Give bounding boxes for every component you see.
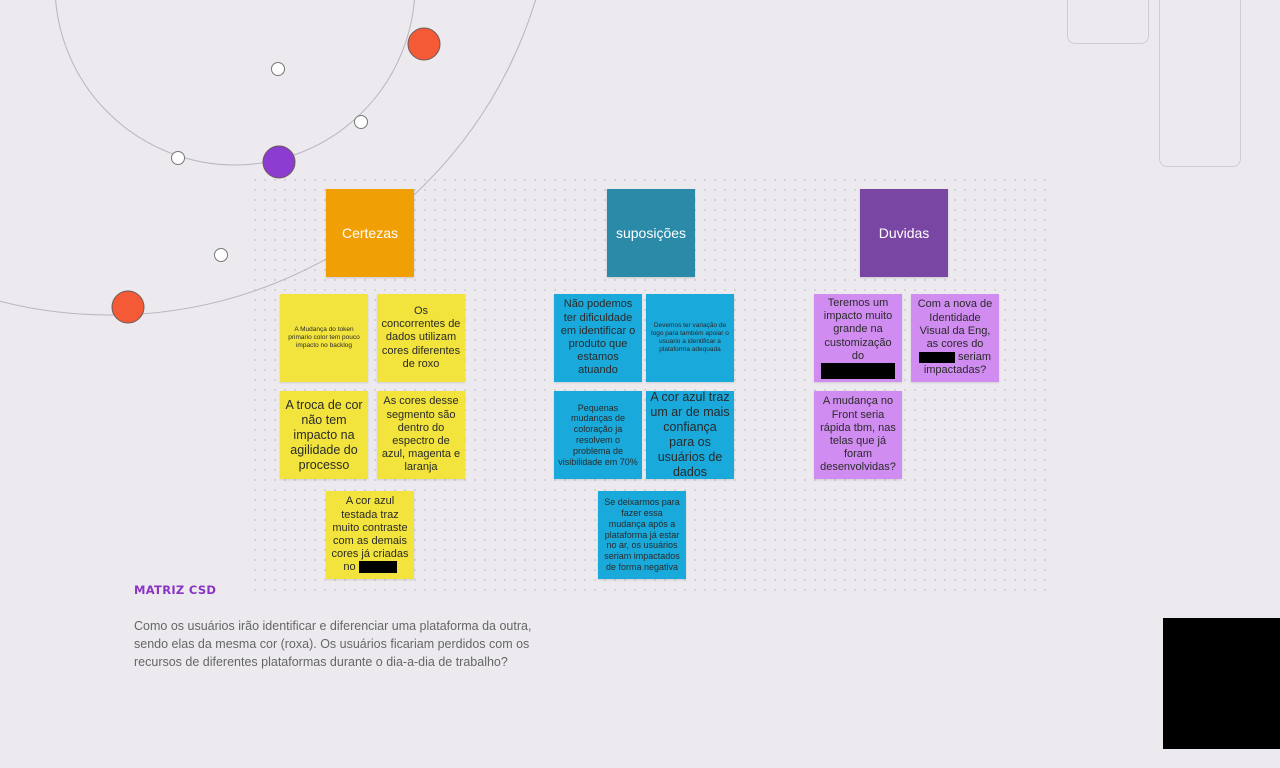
sticky-note-certeza[interactable]: A Mudança do token primario color tem po… (280, 294, 368, 382)
orbit-node-purple (262, 145, 296, 179)
redacted-block (358, 561, 397, 574)
orbit-node-orange (407, 27, 441, 61)
header-certezas-label: Certezas (341, 225, 399, 241)
orbit-ring-large (0, 0, 536, 316)
orbit-node (271, 62, 285, 76)
sticky-note-suposicao[interactable]: A cor azul traz um ar de mais confiança … (646, 390, 734, 479)
header-certezas[interactable]: Certezas (326, 189, 414, 277)
sticky-note-duvida[interactable]: A mudança no Front seria rápida tbm, nas… (814, 391, 902, 479)
matrix-description: Como os usuários irão identificar e dife… (134, 619, 532, 670)
sticky-note-suposicao[interactable]: Se deixarmos para fazer essa mudança apó… (598, 491, 686, 579)
orbit-node (171, 151, 185, 165)
orbit-node (354, 115, 368, 129)
redacted-panel (1163, 618, 1280, 749)
orbit-node (214, 248, 228, 262)
sticky-note-suposicao[interactable]: Devemos ter variação de logo para também… (646, 294, 734, 382)
redacted-block (918, 351, 955, 363)
sticky-note-duvida[interactable]: Com a nova de Identidade Visual da Eng, … (911, 294, 999, 382)
header-suposicoes-label: suposições (615, 225, 687, 241)
header-suposicoes[interactable]: suposições (607, 189, 695, 277)
header-duvidas[interactable]: Duvidas (860, 189, 948, 277)
redacted-block (821, 362, 895, 379)
orbit-ring-small (55, 0, 415, 166)
sticky-note-duvida[interactable]: Teremos um impacto muito grande na custo… (814, 294, 902, 382)
matrix-title: MATRIZ CSD (134, 583, 217, 597)
sticky-note-certeza[interactable]: Os concorrentes de dados utilizam cores … (377, 294, 465, 382)
frame-outline-tall[interactable] (1159, 0, 1241, 167)
sticky-note-suposicao[interactable]: Não podemos ter dificuldade em identific… (554, 294, 642, 382)
sticky-note-suposicao[interactable]: Pequenas mudanças de coloração ja resolv… (554, 391, 642, 479)
sticky-note-certeza[interactable]: As cores desse segmento são dentro do es… (377, 391, 465, 479)
header-duvidas-label: Duvidas (878, 225, 930, 241)
sticky-note-certeza[interactable]: A troca de cor não tem impacto na agilid… (280, 391, 368, 479)
frame-outline-small[interactable] (1067, 0, 1149, 44)
orbit-node-orange (111, 290, 145, 324)
sticky-note-certeza[interactable]: A cor azul testada traz muito contraste … (326, 491, 414, 579)
